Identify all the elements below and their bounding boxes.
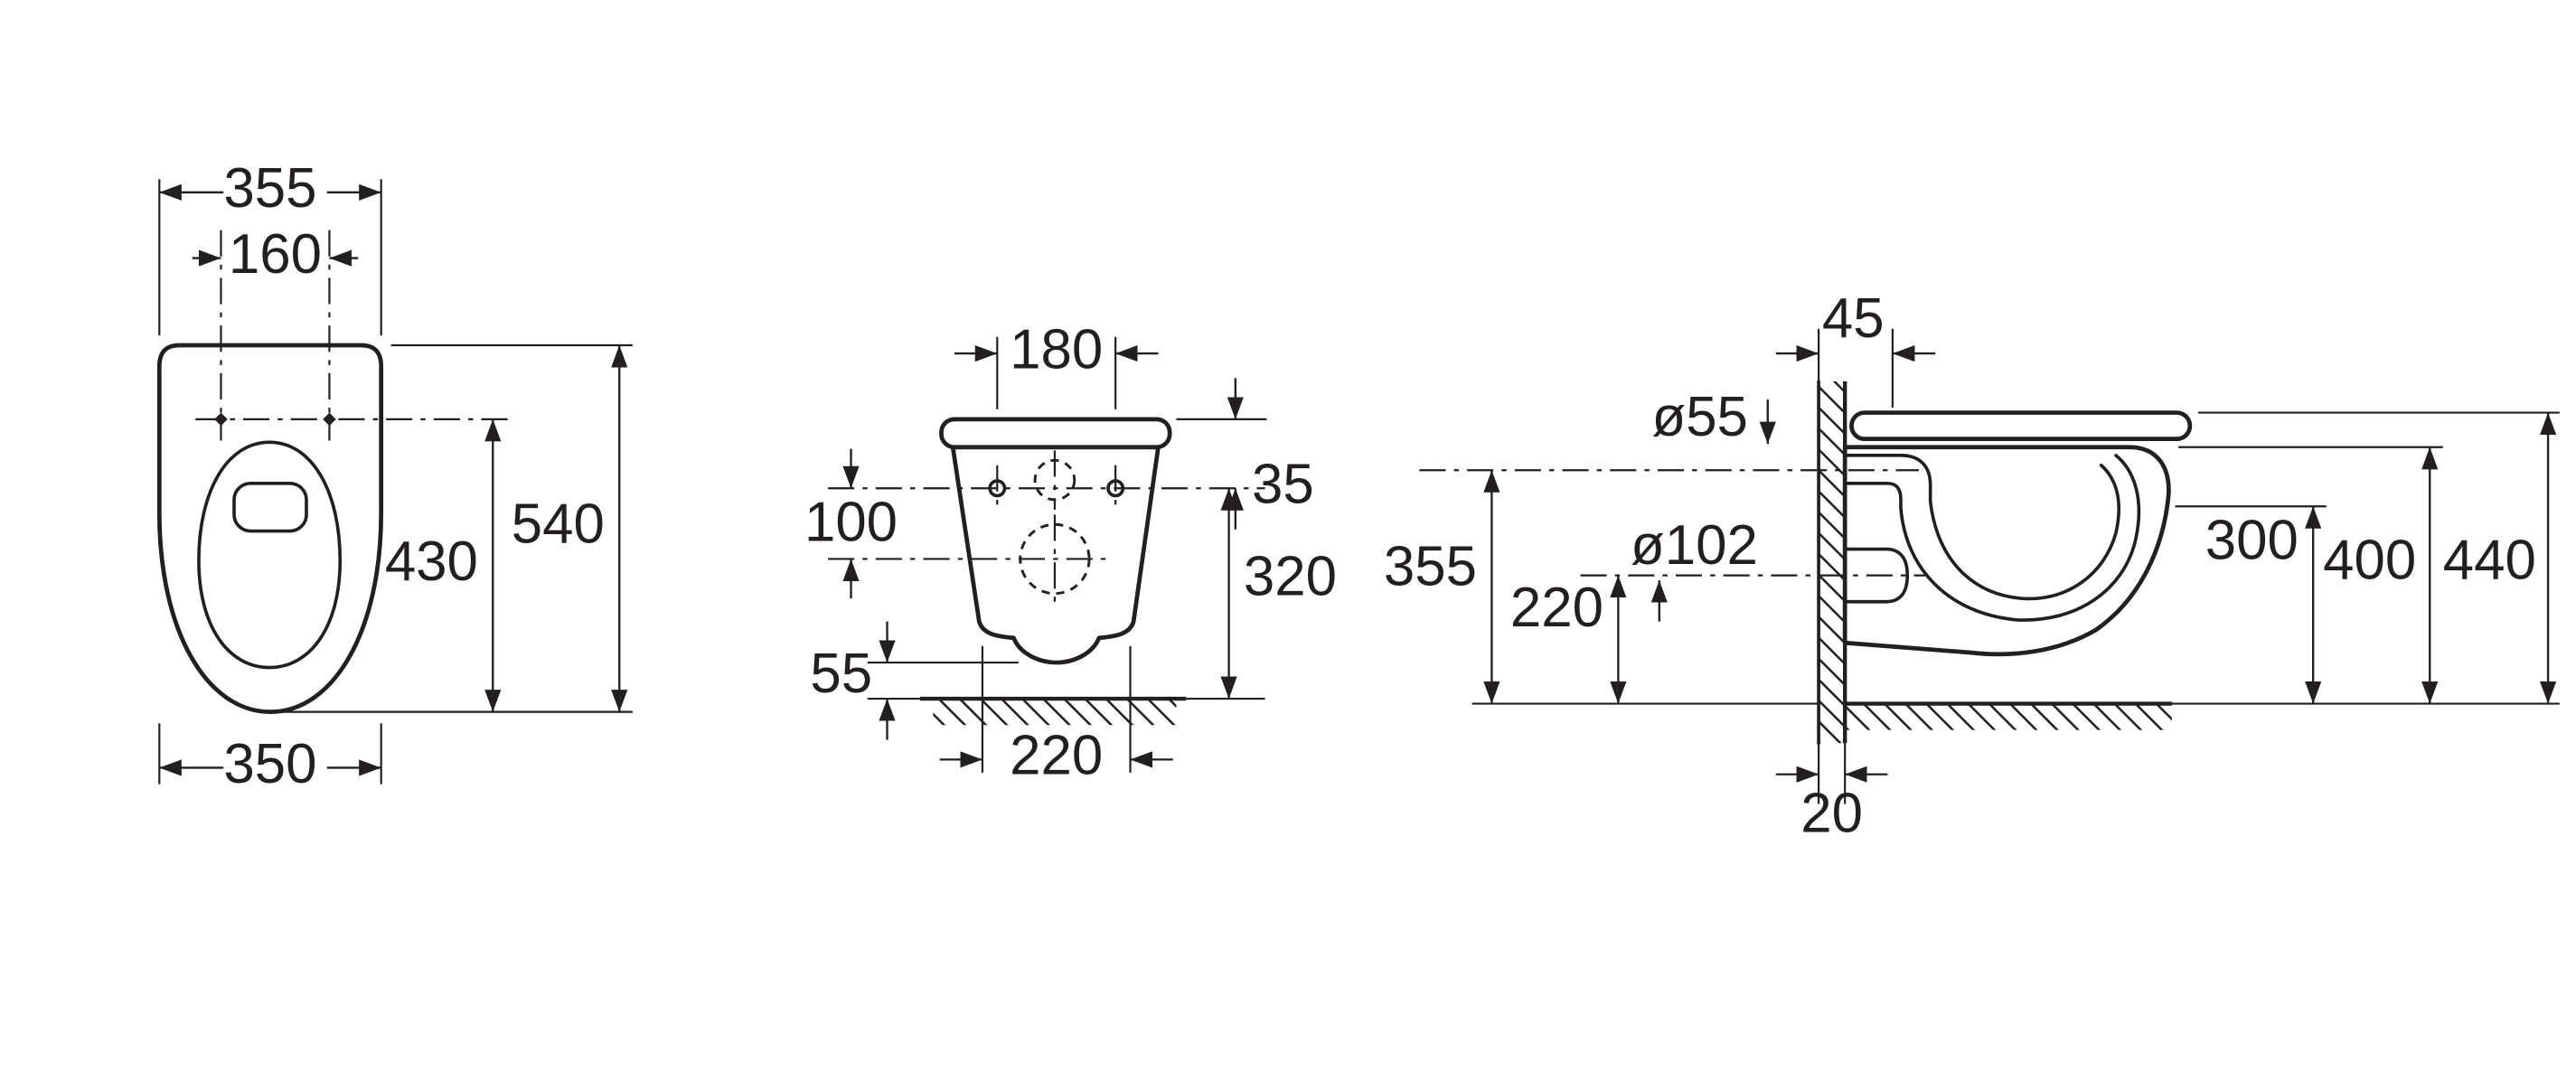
side-view: ø55 ø102 355 220 45 300 <box>1384 287 2560 844</box>
bowl-inner-surface <box>1928 463 2120 601</box>
plan-outline <box>156 343 384 714</box>
dim-label-front-holes-to-floor: 320 <box>1244 545 1337 607</box>
front-body <box>950 445 1161 665</box>
dim-label-side-outlet-height: 220 <box>1510 577 1603 639</box>
plan-view: 355 160 430 540 350 <box>156 157 633 795</box>
dim-label-front-fixing-centers: 180 <box>1010 318 1103 381</box>
ground-hatch <box>933 699 1177 726</box>
dim-label-side-gap: 20 <box>1800 782 1863 844</box>
dim-label-plan-depth-to-holes: 430 <box>385 531 478 593</box>
dim-plan-fixing-centers: 160 <box>192 223 359 286</box>
dim-label-side-outlet-dia: ø102 <box>1631 514 1758 577</box>
dim-plan-overall-width: 355 <box>158 157 382 336</box>
dim-label-side-inlet-height: 355 <box>1384 536 1477 598</box>
dim-side-gap: 20 <box>1775 743 1888 844</box>
dim-side-outlet-height: 220 <box>1510 575 1627 704</box>
dim-label-side-rim-height: 400 <box>2323 529 2416 591</box>
dim-side-rim-underside-height: 300 <box>2175 505 2327 704</box>
dim-side-seat-height: 440 <box>2197 411 2560 704</box>
wall-hatch <box>1819 381 1846 744</box>
dim-label-front-top-to-holes: 35 <box>1252 454 1314 516</box>
dim-side-inlet-height: 355 <box>1384 470 1500 704</box>
dim-front-base-width: 220 <box>939 645 1173 787</box>
dim-label-plan-overall-width: 355 <box>223 157 316 220</box>
dim-front-clearance: 55 <box>810 621 1019 740</box>
dim-side-outlet-dia: ø102 <box>1631 514 1758 622</box>
dim-label-front-base-width: 220 <box>1010 725 1103 787</box>
front-view: 180 35 100 320 55 220 <box>804 318 1337 786</box>
side-seat-lid <box>1849 410 2193 442</box>
dim-plan-overall-depth: 540 <box>278 343 633 713</box>
dim-label-plan-bowl-width: 350 <box>223 733 316 795</box>
front-seat-slab <box>939 417 1172 450</box>
bowl-inner-rim <box>1899 454 2141 622</box>
dim-label-side-wall-offset: 45 <box>1822 287 1885 350</box>
dim-front-fixing-centers: 180 <box>954 318 1159 409</box>
outlet-pipe <box>1843 547 1910 604</box>
dim-label-side-rim-underside-height: 300 <box>2205 509 2299 571</box>
dim-label-side-seat-height: 440 <box>2443 529 2536 591</box>
dim-label-plan-overall-depth: 540 <box>512 493 605 555</box>
flush-valve <box>232 481 308 533</box>
dim-label-front-clearance: 55 <box>810 643 872 705</box>
dim-plan-bowl-width: 350 <box>158 723 382 795</box>
dim-side-inlet-dia: ø55 <box>1651 386 1776 448</box>
inlet-pipe-lower <box>1843 481 1903 510</box>
dim-front-top-to-holes: 35 <box>1176 378 1314 530</box>
ground-hatch <box>1845 703 2172 730</box>
dim-front-holes-to-floor: 320 <box>1220 488 1337 700</box>
dim-side-rim-height: 400 <box>2178 446 2443 704</box>
dim-plan-depth-to-holes: 430 <box>385 418 502 712</box>
dim-label-plan-fixing-centers: 160 <box>229 223 322 286</box>
dim-label-front-holes-to-drain: 100 <box>804 491 898 553</box>
dim-side-wall-offset: 45 <box>1775 287 1936 409</box>
inlet-pipe-upper <box>1843 454 1932 503</box>
dim-label-side-inlet-dia: ø55 <box>1651 386 1747 448</box>
bowl-opening <box>197 440 343 670</box>
dim-front-holes-to-drain: 100 <box>804 448 898 599</box>
